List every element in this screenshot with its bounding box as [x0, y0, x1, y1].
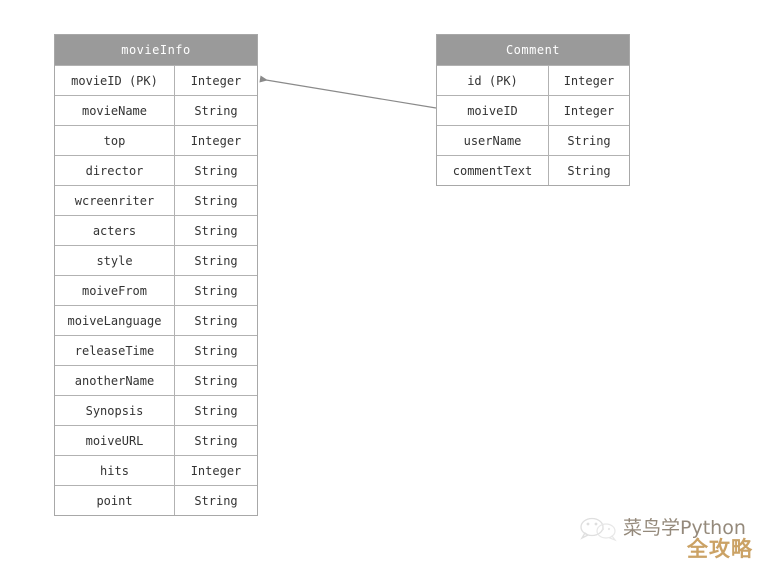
table-row[interactable]: director String [55, 155, 257, 185]
watermark-main-text: 菜鸟学Python [623, 517, 746, 539]
column-name: hits [55, 456, 175, 485]
column-type: Integer [190, 133, 242, 148]
column-type: String [194, 373, 238, 388]
column-type: String [194, 343, 238, 358]
entity-movieinfo-title: movieInfo [55, 35, 257, 65]
column-name: anotherName [55, 366, 175, 395]
column-type: String [194, 313, 238, 328]
relationship-line-comment-to-movieinfo[interactable] [259, 75, 437, 109]
table-row[interactable]: acters String [55, 215, 257, 245]
table-row[interactable]: style String [55, 245, 257, 275]
column-name: releaseTime [55, 336, 175, 365]
column-type: Integer [563, 103, 615, 118]
column-type: String [194, 163, 238, 178]
column-name: top [55, 126, 175, 155]
column-name: commentText [437, 156, 549, 185]
entity-comment-title: Comment [437, 35, 629, 65]
table-row[interactable]: moiveID Integer [437, 95, 629, 125]
table-row[interactable]: id (PK) Integer [437, 65, 629, 95]
watermark-sub-text: 全攻略 [687, 537, 753, 561]
column-name: moiveURL [55, 426, 175, 455]
column-type: String [194, 253, 238, 268]
table-row[interactable]: moiveFrom String [55, 275, 257, 305]
table-row[interactable]: movieName String [55, 95, 257, 125]
watermark: 菜鸟学Python 全攻略 [575, 508, 753, 561]
column-type: String [567, 133, 611, 148]
column-type: String [194, 193, 238, 208]
wechat-icon [580, 517, 617, 542]
table-row[interactable]: commentText String [437, 155, 629, 185]
table-row[interactable]: moiveLanguage String [55, 305, 257, 335]
column-name: id (PK) [437, 66, 549, 95]
column-name: userName [437, 126, 549, 155]
column-type: String [194, 403, 238, 418]
column-type: Integer [190, 463, 242, 478]
column-name: moiveLanguage [55, 306, 175, 335]
column-type: String [194, 283, 238, 298]
table-row[interactable]: wcreenriter String [55, 185, 257, 215]
column-type: Integer [190, 73, 242, 88]
column-name: Synopsis [55, 396, 175, 425]
column-type: String [194, 493, 238, 508]
column-name: wcreenriter [55, 186, 175, 215]
column-name: movieID (PK) [55, 66, 175, 95]
entity-comment[interactable]: Comment id (PK) Integer moiveID Integer … [436, 34, 630, 186]
column-type: String [194, 103, 238, 118]
table-row[interactable]: point String [55, 485, 257, 515]
column-type: String [567, 163, 611, 178]
table-row[interactable]: releaseTime String [55, 335, 257, 365]
column-name: moiveID [437, 96, 549, 125]
table-row[interactable]: movieID (PK) Integer [55, 65, 257, 95]
column-name: movieName [55, 96, 175, 125]
table-row[interactable]: Synopsis String [55, 395, 257, 425]
table-row[interactable]: userName String [437, 125, 629, 155]
column-name: moiveFrom [55, 276, 175, 305]
column-type: String [194, 433, 238, 448]
column-name: style [55, 246, 175, 275]
column-name: point [55, 486, 175, 515]
column-type: Integer [563, 73, 615, 88]
entity-movieinfo[interactable]: movieInfo movieID (PK) Integer movieName… [54, 34, 258, 516]
table-row[interactable]: anotherName String [55, 365, 257, 395]
column-name: acters [55, 216, 175, 245]
table-row[interactable]: hits Integer [55, 455, 257, 485]
table-row[interactable]: moiveURL String [55, 425, 257, 455]
column-type: String [194, 223, 238, 238]
column-name: director [55, 156, 175, 185]
table-row[interactable]: top Integer [55, 125, 257, 155]
